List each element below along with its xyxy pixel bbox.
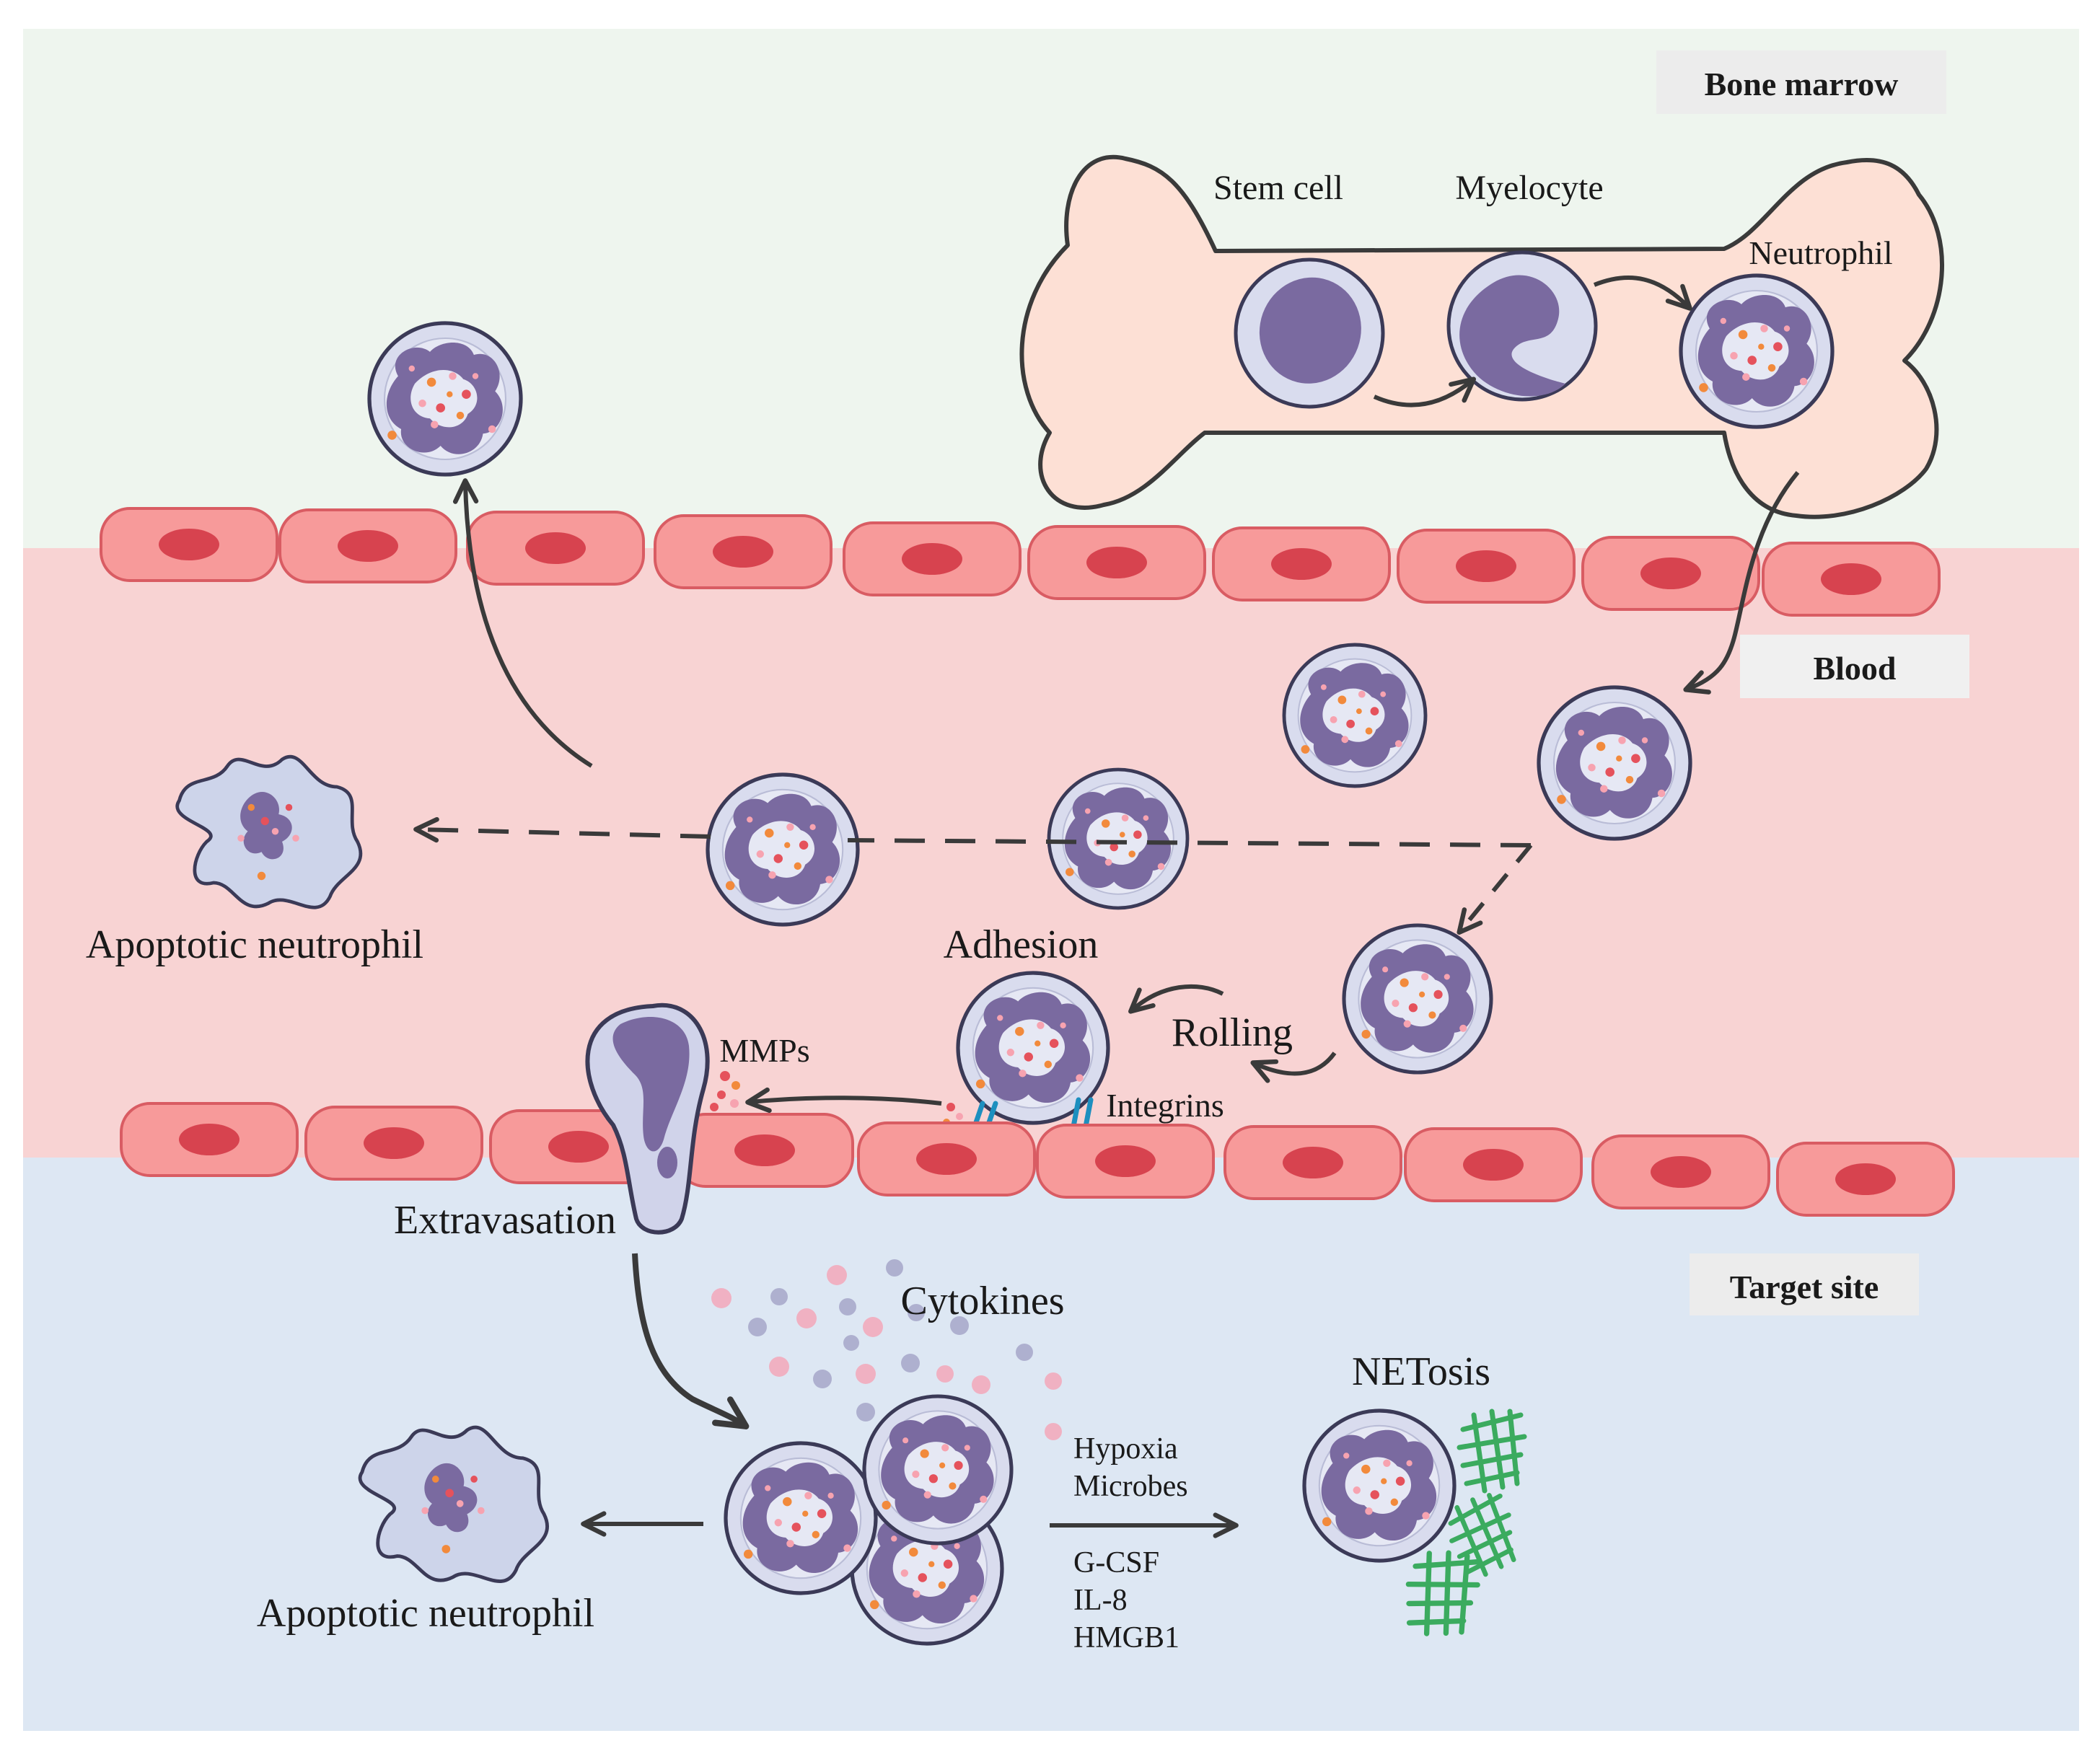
blood-neutrophil-cell-3 bbox=[1049, 770, 1187, 908]
stem-cell-label: Stem cell bbox=[1213, 169, 1343, 207]
to-rolling-dashed-arrow bbox=[1457, 844, 1533, 935]
apoptotic-neutrophil-top-label: Apoptotic neutrophil bbox=[86, 922, 423, 967]
bone-marrow-label-box bbox=[1656, 50, 1946, 114]
target-site-label: Target site bbox=[1730, 1269, 1879, 1305]
blood-label-box bbox=[1740, 635, 1969, 698]
myelocyte-to-neutrophil-arrow bbox=[1593, 276, 1692, 311]
netosis-neutrophil-cell bbox=[1304, 1411, 1454, 1561]
trigger-gcsf: G-CSF bbox=[1073, 1546, 1159, 1579]
blood-neutrophil-cell-2 bbox=[1539, 687, 1690, 839]
integrins-label: Integrins bbox=[1106, 1087, 1224, 1124]
adhesion-label: Adhesion bbox=[944, 922, 1099, 967]
cytokines-label: Cytokines bbox=[900, 1279, 1064, 1323]
blood-neutrophil-cell-1 bbox=[1284, 645, 1425, 786]
mmps-label: MMPs bbox=[719, 1032, 809, 1069]
rolling-neutrophil-cell bbox=[1344, 925, 1491, 1072]
rolling-label: Rolling bbox=[1172, 1010, 1293, 1055]
extravasation-arrow bbox=[632, 1253, 750, 1429]
trigger-hypoxia: Hypoxia bbox=[1073, 1432, 1178, 1465]
cytokine-particles bbox=[711, 1259, 1062, 1440]
target-neutrophil-cell-2 bbox=[726, 1443, 876, 1593]
circulation-dashed-path bbox=[847, 838, 1532, 847]
blood-label: Blood bbox=[1813, 650, 1896, 687]
extravasation-label: Extravasation bbox=[394, 1198, 616, 1243]
myelocyte-cell bbox=[1446, 250, 1598, 402]
reverse-migration-arrow bbox=[452, 478, 593, 768]
neutrophil-label: Neutrophil bbox=[1749, 234, 1892, 271]
trigger-il8: IL-8 bbox=[1073, 1584, 1128, 1617]
stem-cell bbox=[1234, 257, 1385, 409]
marrow-neutrophil-cell bbox=[1681, 276, 1832, 427]
adhesion-neutrophil-cell bbox=[958, 973, 1108, 1123]
rolling-arrow-upper bbox=[1128, 984, 1224, 1014]
myelocyte-label: Myelocyte bbox=[1455, 169, 1603, 207]
netosis-label: NETosis bbox=[1352, 1349, 1490, 1394]
returning-neutrophil-cell bbox=[369, 323, 521, 475]
target-site-label-box bbox=[1690, 1253, 1919, 1315]
stem-to-myelocyte-arrow bbox=[1373, 376, 1477, 407]
target-neutrophil-cell-3 bbox=[864, 1396, 1011, 1543]
target-site-region bbox=[23, 1158, 2079, 1731]
marrow-to-blood-arrow bbox=[1683, 471, 1800, 695]
bone-marrow-label: Bone marrow bbox=[1705, 66, 1899, 102]
rolling-arrow-lower bbox=[1250, 1052, 1337, 1083]
apoptotic-neutrophil-bottom-label: Apoptotic neutrophil bbox=[257, 1591, 594, 1636]
mmps-arrow bbox=[745, 1087, 942, 1114]
blood-neutrophil-cell-4 bbox=[708, 775, 858, 925]
trigger-microbes: Microbes bbox=[1073, 1470, 1188, 1503]
extravasating-neutrophil bbox=[585, 1002, 710, 1235]
trigger-hmgb1: HMGB1 bbox=[1073, 1621, 1179, 1654]
